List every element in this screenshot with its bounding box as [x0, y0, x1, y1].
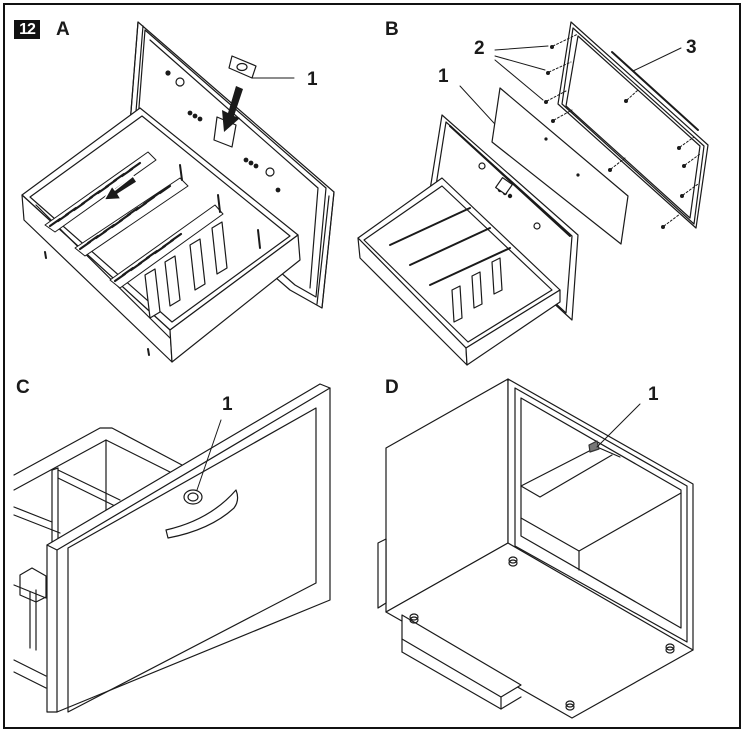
panel-label-c: C — [16, 377, 30, 398]
panel-b-panel-sheet — [492, 88, 628, 244]
panel-b-screw-heads — [544, 45, 686, 229]
panel-d-feet — [410, 557, 674, 710]
panel-a-drawer — [22, 108, 300, 362]
panel-c-drawer-front — [47, 384, 330, 712]
panel-d-side-flange — [378, 539, 386, 608]
panel-d-cabinet — [386, 379, 693, 718]
panel-c-handle — [166, 490, 238, 538]
panel-d-base-plate — [402, 615, 521, 709]
panel-b-front-frame — [558, 22, 708, 228]
panel-c-lock-cylinder — [184, 490, 202, 504]
panel-label-b: B — [385, 19, 399, 40]
panel-b-callout-1: 1 — [438, 66, 449, 87]
panel-b-callout-3: 3 — [686, 37, 697, 58]
panel-b-drawer — [358, 115, 578, 365]
panel-c-callout-1: 1 — [222, 394, 233, 415]
figure-frame — [3, 3, 741, 729]
panel-d-marker — [589, 404, 640, 452]
panel-b-screws — [547, 34, 700, 226]
panel-a-lock-insert — [229, 56, 294, 78]
panel-a-callout-1: 1 — [307, 69, 318, 90]
panel-a-pull-arrow-icon — [104, 176, 137, 200]
panel-label-a: A — [56, 19, 70, 40]
panel-label-d: D — [385, 377, 399, 398]
figure-number-badge: 12 — [14, 20, 40, 39]
panel-b-callout-2: 2 — [474, 38, 485, 59]
panel-c-drawer-box — [14, 428, 182, 688]
panel-a-down-arrow-icon — [222, 86, 243, 132]
panel-d-callout-1: 1 — [648, 384, 659, 405]
panel-c-leader-line — [197, 420, 221, 490]
